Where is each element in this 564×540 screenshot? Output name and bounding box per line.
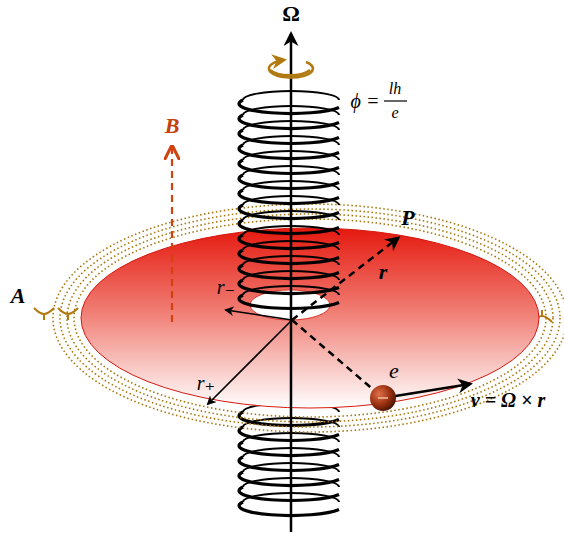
inner-radius-label: r₋: [217, 277, 235, 297]
radius-vector-label: r: [379, 261, 388, 283]
velocity-label: v = Ω × r: [471, 390, 545, 410]
field-line: [74, 219, 546, 417]
outer-radius-arrow: [208, 320, 292, 404]
field-line: [53, 204, 564, 432]
flux-numerator: lh: [389, 81, 401, 97]
field-line: [60, 209, 560, 427]
coil-winding: [239, 220, 339, 234]
direction-mark: [34, 308, 54, 320]
rotation-axis: [290, 34, 293, 532]
coil-winding: [239, 472, 339, 486]
vector-potential-lines: [53, 204, 564, 432]
charge-ball: [370, 385, 396, 411]
field-line: [67, 214, 553, 422]
coil-winding: [239, 130, 339, 143]
charge-label: e: [389, 360, 399, 382]
charge-sign: [378, 397, 388, 399]
coil-winding: [239, 250, 339, 264]
fraction-bar: [384, 100, 407, 101]
field-label: B: [165, 115, 180, 137]
coil-winding: [239, 502, 339, 516]
potential-label: A: [11, 285, 26, 307]
rotation-sense-arrow: [269, 60, 313, 78]
coil-winding: [239, 235, 339, 248]
coil-winding: [239, 427, 339, 440]
coil-winding: [239, 295, 339, 308]
flux-denominator: e: [391, 105, 398, 121]
position-vector: [292, 238, 398, 320]
inner-radius-arrow: [226, 310, 292, 320]
coil-winding: [239, 145, 339, 158]
coil-winding: [239, 280, 339, 294]
coil-winding: [239, 265, 339, 279]
magnetic-field-arrow: [171, 148, 173, 322]
solenoid-upper: [239, 91, 339, 308]
coil-winding: [239, 205, 339, 219]
flux-label: ϕ =: [351, 91, 380, 111]
axis-label: Ω: [282, 3, 300, 25]
annular-disk: [81, 228, 539, 408]
velocity-arrow: [383, 384, 470, 398]
rotation-sense-arc: [270, 70, 310, 75]
charge-radius: [292, 320, 376, 392]
coil-winding: [239, 175, 339, 188]
coil-winding: [239, 160, 339, 173]
outer-radius-label: r₊: [197, 373, 215, 393]
coil-winding: [239, 115, 339, 128]
solenoid-lower: [239, 403, 339, 516]
coil-winding: [239, 457, 339, 470]
coil-winding: [239, 100, 339, 113]
direction-mark: [58, 308, 78, 320]
coil-winding: [239, 190, 339, 204]
coil-winding: [239, 487, 339, 500]
point-label: P: [401, 207, 414, 229]
coil-winding: [239, 442, 339, 456]
